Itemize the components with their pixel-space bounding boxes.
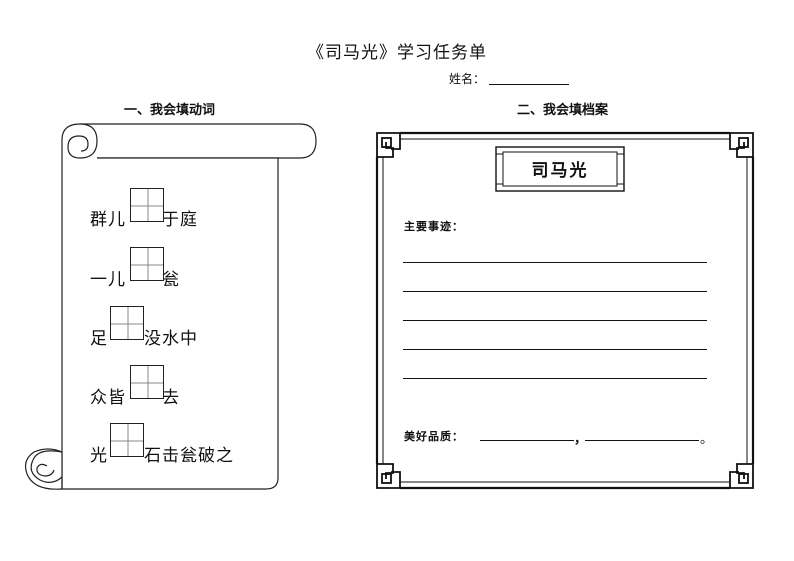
verb-box-3[interactable] bbox=[110, 306, 144, 340]
verb-line-1: 群儿 于庭 bbox=[90, 205, 198, 230]
deeds-line-3[interactable] bbox=[403, 320, 707, 321]
verb-line-5-before: 光 bbox=[90, 446, 108, 466]
verb-line-4: 众皆 去 bbox=[90, 383, 180, 408]
verb-line-2-before: 一儿 bbox=[90, 270, 126, 290]
frame-border bbox=[375, 131, 755, 490]
verb-box-1[interactable] bbox=[130, 188, 164, 222]
verb-line-4-after: 去 bbox=[162, 388, 180, 408]
verb-line-1-before: 群儿 bbox=[90, 210, 126, 230]
section1-title: 一、我会填动词 bbox=[124, 103, 216, 118]
verb-line-3: 足 没水中 bbox=[90, 324, 198, 349]
qualities-label: 美好品质： bbox=[404, 430, 464, 443]
card-title: 司马光 bbox=[531, 161, 589, 181]
verb-line-1-after: 于庭 bbox=[162, 210, 198, 230]
verb-box-5[interactable] bbox=[110, 423, 144, 457]
verb-line-4-before: 众皆 bbox=[90, 388, 126, 408]
qualities-end: 。 bbox=[700, 432, 714, 447]
title-plaque bbox=[495, 146, 625, 192]
verb-line-3-after: 没水中 bbox=[144, 329, 198, 349]
deeds-line-4[interactable] bbox=[403, 349, 707, 350]
quality-line-2[interactable] bbox=[585, 440, 699, 441]
verb-box-2[interactable] bbox=[130, 247, 164, 281]
verb-box-4[interactable] bbox=[130, 365, 164, 399]
scroll-shape bbox=[24, 123, 317, 490]
deeds-line-2[interactable] bbox=[403, 291, 707, 292]
qualities-separator: ， bbox=[574, 432, 588, 447]
deeds-line-5[interactable] bbox=[403, 378, 707, 379]
deeds-line-1[interactable] bbox=[403, 262, 707, 263]
page-title: 《司马光》学习任务单 bbox=[307, 43, 487, 63]
verb-line-2: 一儿 瓮 bbox=[90, 265, 180, 290]
verb-line-2-after: 瓮 bbox=[162, 270, 180, 290]
section2-title: 二、我会填档案 bbox=[517, 103, 609, 118]
main-deeds-label: 主要事迹： bbox=[404, 220, 464, 233]
verb-line-5: 光 石击瓮破之 bbox=[90, 441, 234, 466]
verb-line-5-after: 石击瓮破之 bbox=[144, 446, 234, 466]
quality-line-1[interactable] bbox=[480, 440, 574, 441]
verb-line-3-before: 足 bbox=[90, 329, 108, 349]
name-label: 姓名： bbox=[449, 72, 486, 86]
name-input-line[interactable] bbox=[489, 84, 569, 85]
